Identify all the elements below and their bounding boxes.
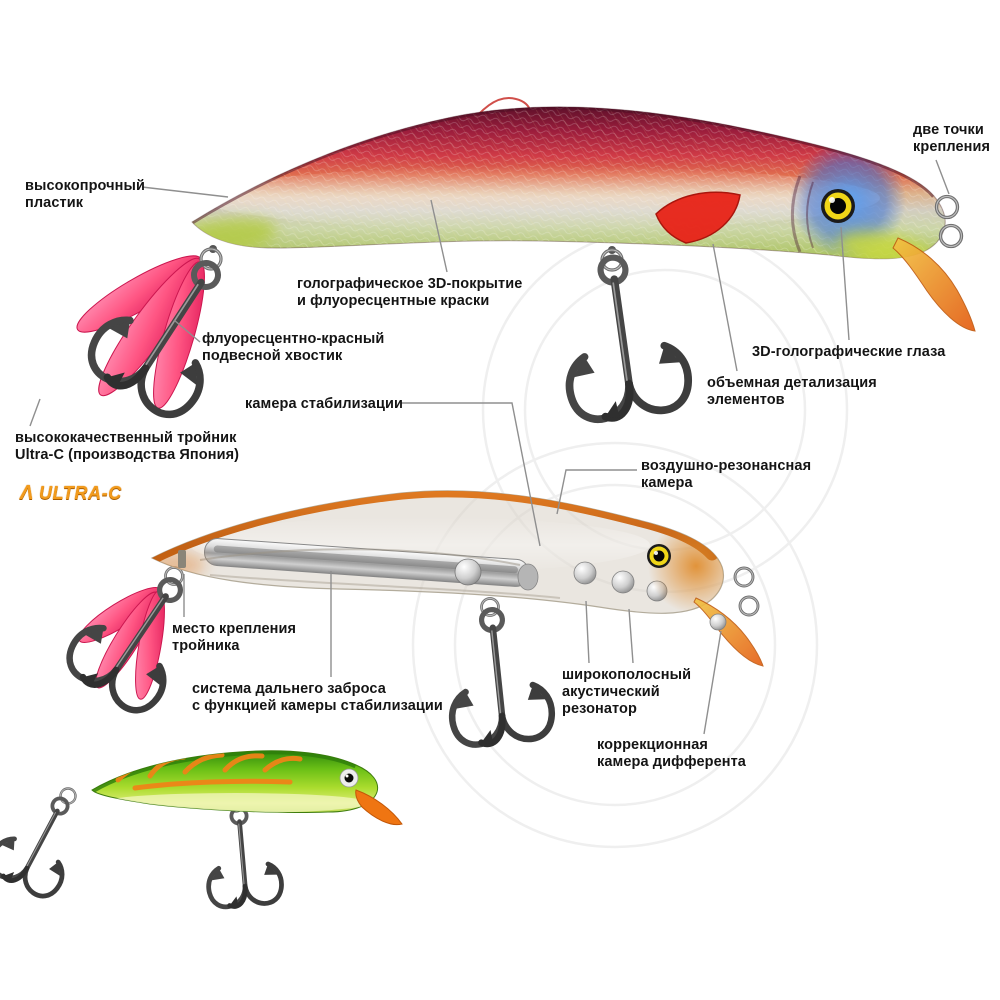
leader-treble [29, 398, 41, 427]
eye-icon [339, 768, 359, 788]
label-cast-system: система дальнего заброса с функцией каме… [192, 681, 443, 715]
ultra-c-logo: Λ ULTRA-C [20, 482, 122, 505]
leader-lines [29, 159, 950, 735]
label-treble-hook: высококачественный тройник Ultra-C (прои… [15, 430, 240, 464]
label-air-chamber: воздушно-резонансная камера [641, 458, 812, 492]
gill-detail [791, 175, 814, 253]
label-holo-coating: голографическое 3D-покрытие и флуоресцен… [297, 276, 523, 310]
lure-middle [60, 490, 764, 748]
diving-bill [693, 597, 764, 667]
leader-volume-detail [712, 243, 738, 372]
eye-icon [647, 544, 671, 568]
trim-ball [709, 613, 727, 631]
attachment-ring-icon [738, 595, 760, 617]
leader-plastic [141, 186, 229, 198]
leader-attach-points [935, 159, 950, 195]
label-stab-chamber: камера стабилизации [245, 396, 404, 412]
red-fin [655, 191, 741, 244]
eye-icon [821, 189, 855, 223]
leader-trim-chamber [703, 630, 722, 735]
label-trim-chamber: коррекционная камера дифферента [597, 737, 746, 771]
label-acoustic-resonator: широкополосный акустический резонатор [562, 667, 692, 718]
cast-ball [454, 558, 482, 586]
label-hook-mount: место крепления тройника [172, 621, 297, 655]
leader-stab-chamber [401, 402, 541, 547]
ultra-c-logo-mark: Λ [20, 482, 34, 504]
label-holo-eyes: 3D-голографические глаза [752, 344, 946, 360]
treble-hook-icon [0, 782, 96, 903]
leader-holo-eyes [840, 226, 850, 341]
attachment-ring-icon [938, 223, 964, 249]
treble-hook-icon [552, 249, 692, 424]
top-lure-shading [192, 106, 946, 259]
label-volume-detail: объемная детализация элементов [707, 375, 877, 409]
leader-air-chamber [556, 469, 637, 515]
orange-lip [355, 789, 403, 826]
ultra-c-logo-text: ULTRA-C [38, 483, 122, 503]
lure-bottom [0, 750, 403, 909]
leader-acoustic-1 [585, 600, 590, 664]
treble-hook-icon [202, 805, 283, 909]
label-fluo-tail: флуоресцентно-красный подвесной хвостик [202, 331, 385, 365]
hook-mount-post [178, 550, 186, 568]
label-high-strength-plastic: высокопрочный пластик [25, 178, 146, 212]
label-attach-points: две точки крепления [913, 122, 991, 156]
diving-bill [892, 237, 976, 332]
leader-acoustic-2 [628, 608, 634, 664]
leader-holo-coating [430, 199, 448, 273]
leader-fluo-tail [173, 319, 201, 343]
